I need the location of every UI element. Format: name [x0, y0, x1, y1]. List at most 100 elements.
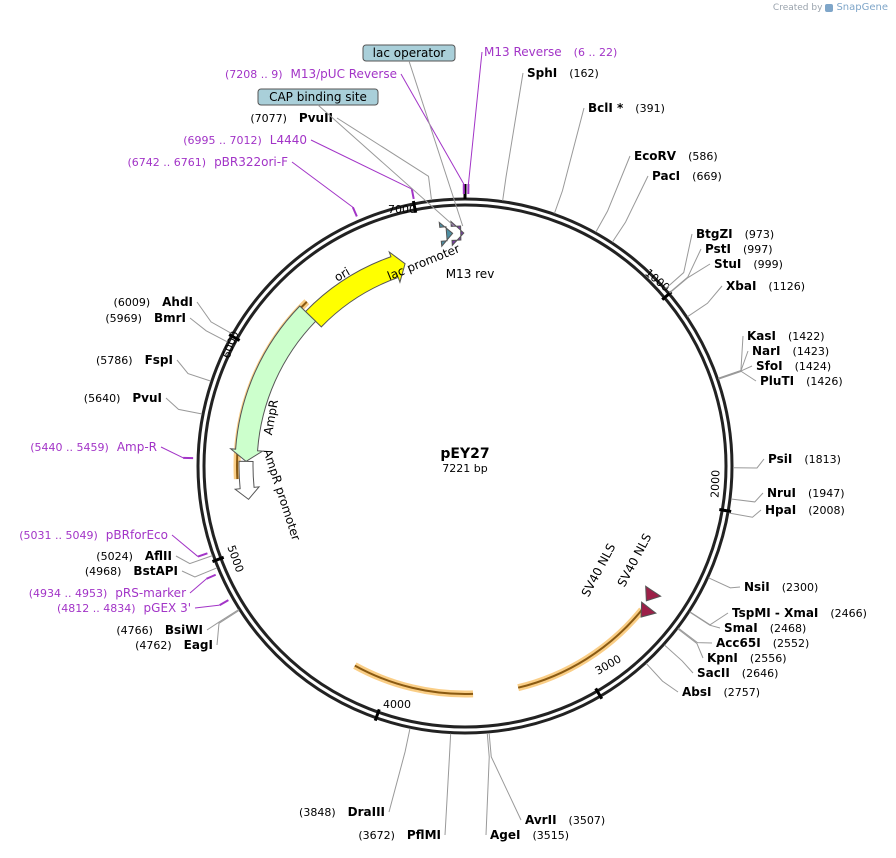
- site-name: AhdI: [162, 295, 193, 309]
- site-label-smai[interactable]: SmaI (2468): [724, 621, 806, 635]
- site-leader: [503, 73, 523, 201]
- watermark-brand: SnapGene: [836, 2, 888, 13]
- site-position: (3672): [358, 829, 395, 842]
- site-name: BsiWI: [165, 623, 203, 637]
- site-label-eagi[interactable]: (4762)EagI: [135, 638, 213, 652]
- primer-label-4[interactable]: (5440 .. 5459)Amp-R: [30, 440, 157, 454]
- site-leader: [190, 318, 227, 342]
- site-label-stui[interactable]: StuI(999): [714, 257, 783, 271]
- boxed-feature-label-1[interactable]: CAP binding site: [269, 90, 367, 104]
- site-name: PflMI: [407, 828, 441, 842]
- site-position: (669): [692, 170, 722, 183]
- feature-ori-arrow: [306, 252, 406, 327]
- site-leader: [389, 728, 410, 812]
- site-name: SphI: [527, 66, 557, 80]
- label-sv40-nls-1: SV40 NLS: [579, 541, 619, 599]
- site-position: (4766): [116, 624, 153, 637]
- site-label-sacii[interactable]: SacII(2646): [697, 666, 778, 680]
- site-name: EagI: [184, 638, 213, 652]
- site-label-sfoi[interactable]: SfoI(1424): [756, 359, 831, 373]
- site-position: (2556): [750, 652, 787, 665]
- site-label-bsiwi[interactable]: (4766) BsiWI: [116, 623, 203, 637]
- site-label-fspi[interactable]: (5786)FspI: [96, 353, 173, 367]
- primer-label-6[interactable]: (4934 .. 4953)pRS-marker: [29, 586, 186, 600]
- site-label-aflii[interactable]: (5024)AflII: [96, 549, 172, 563]
- site-name: PstI: [705, 242, 731, 256]
- site-position: (391): [635, 102, 665, 115]
- site-name: PluTI: [760, 374, 794, 388]
- watermark-created-by: Created by: [773, 3, 823, 13]
- site-label-pflmi[interactable]: (3672) PflMI: [358, 828, 441, 842]
- site-label-pvui[interactable]: (5640)PvuI: [84, 391, 162, 405]
- site-label-nsii[interactable]: NsiI(2300): [744, 580, 818, 594]
- site-label-absi[interactable]: AbsI(2757): [682, 685, 760, 699]
- primer-label-1[interactable]: (7208 .. 9)M13/pUC Reverse: [225, 67, 397, 81]
- primer-leader: [401, 74, 464, 184]
- site-name: HpaI: [765, 503, 796, 517]
- site-leader: [690, 612, 720, 628]
- site-position: (2466): [830, 607, 867, 620]
- site-name: NsiI: [744, 580, 770, 594]
- site-label-psti[interactable]: PstI (997): [705, 242, 773, 256]
- primer-mark: [207, 575, 216, 579]
- site-leader: [669, 249, 701, 293]
- site-label-kpni[interactable]: KpnI(2556): [707, 651, 786, 665]
- feature-sv40-nls-2: [646, 586, 661, 601]
- tick-label-4000: 4000: [383, 698, 411, 711]
- tick-mark-2000: [719, 510, 731, 512]
- site-label-bcli-[interactable]: BclI *(391): [588, 101, 665, 115]
- site-label-paci[interactable]: PacI(669): [652, 169, 722, 183]
- primer-mark: [353, 207, 357, 216]
- site-label-btgzi[interactable]: BtgZI(973): [696, 227, 774, 241]
- primer-label-7[interactable]: (4812 .. 4834)pGEX 3': [57, 601, 191, 615]
- site-label-hpai[interactable]: HpaI(2008): [765, 503, 845, 517]
- site-label-sphi[interactable]: SphI(162): [527, 66, 599, 80]
- primer-leader: [161, 447, 183, 458]
- site-label-nrui[interactable]: NruI (1947): [767, 486, 845, 500]
- site-label-draiii[interactable]: (3848)DraIII: [299, 805, 385, 819]
- site-label-kasi[interactable]: KasI(1422): [747, 329, 825, 343]
- tick-label-7000: 7000: [388, 203, 416, 216]
- boxed-feature-label-0[interactable]: lac operator: [373, 46, 446, 60]
- site-name: StuI: [714, 257, 741, 271]
- boxed-feature-leader: [318, 105, 454, 226]
- site-label-bstapi[interactable]: (4968)BstAPI: [85, 564, 178, 578]
- site-label-ecorv[interactable]: EcoRV(586): [634, 149, 718, 163]
- site-position: (6009): [114, 296, 151, 309]
- site-label-tspmi-xmai[interactable]: TspMI - XmaI(2466): [732, 606, 867, 620]
- site-label-ahdi[interactable]: (6009) AhdI: [114, 295, 193, 309]
- site-label-acc65i[interactable]: Acc65I(2552): [716, 636, 809, 650]
- site-position: (2757): [723, 686, 760, 699]
- site-position: (586): [688, 150, 718, 163]
- site-leader: [664, 645, 693, 673]
- site-label-xbai[interactable]: XbaI(1126): [726, 279, 805, 293]
- site-name: NruI: [767, 486, 796, 500]
- site-position: (2552): [773, 637, 810, 650]
- site-label-agei[interactable]: AgeI(3515): [490, 828, 569, 842]
- primer-label-5[interactable]: (5031 .. 5049)pBRforEco: [19, 528, 168, 542]
- site-position: (3507): [569, 814, 606, 827]
- site-position: (997): [743, 243, 773, 256]
- primer-label-3[interactable]: (6742 .. 6761)pBR322ori-F: [128, 155, 289, 169]
- site-position: (2468): [770, 622, 807, 635]
- primer-label-0[interactable]: M13 Reverse(6 .. 22): [484, 45, 617, 59]
- site-leader: [197, 302, 232, 334]
- site-label-pvuii[interactable]: (7077)PvuII: [250, 111, 333, 125]
- primer-leader: [311, 140, 412, 189]
- site-label-psii[interactable]: PsiI(1813): [768, 452, 841, 466]
- site-position: (973): [745, 228, 775, 241]
- site-label-pluti[interactable]: PluTI(1426): [760, 374, 843, 388]
- site-name: KasI: [747, 329, 776, 343]
- site-position: (1947): [808, 487, 845, 500]
- site-leader: [670, 264, 710, 293]
- primer-leader: [292, 162, 353, 207]
- site-position: (3848): [299, 806, 336, 819]
- primer-label-2[interactable]: (6995 .. 7012)L4440: [183, 133, 307, 147]
- site-label-nari[interactable]: NarI(1423): [752, 344, 829, 358]
- site-label-avrii[interactable]: AvrII(3507): [525, 813, 605, 827]
- site-label-bmri[interactable]: (5969)BmrI: [105, 311, 186, 325]
- snapgene-logo-icon: [825, 4, 833, 12]
- site-name: SmaI: [724, 621, 758, 635]
